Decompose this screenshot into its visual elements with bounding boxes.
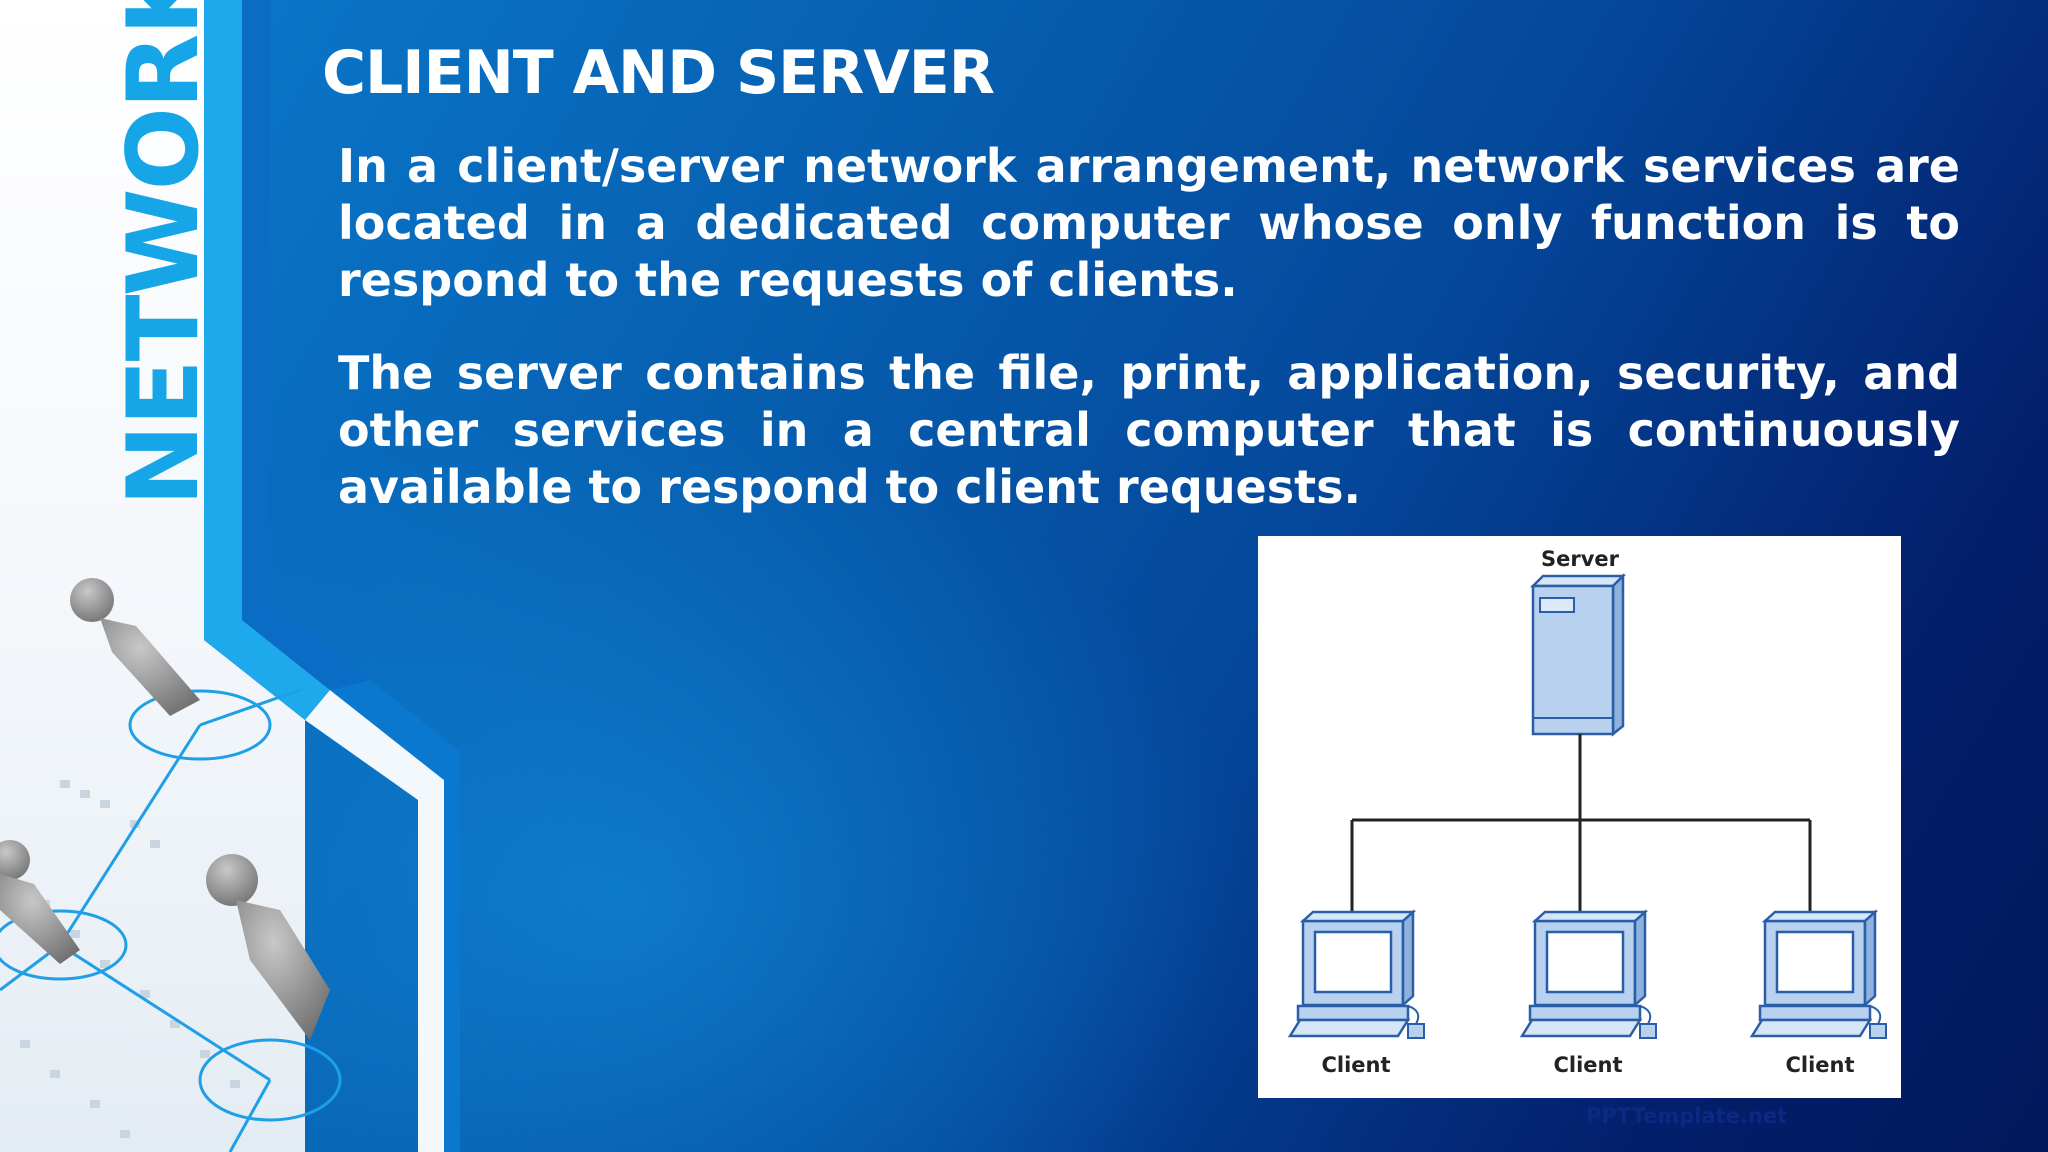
left-decor-panel (0, 0, 460, 1152)
side-network-word: NETWORK (107, 0, 221, 507)
client-label: Client (1321, 1053, 1390, 1077)
client-server-diagram: Server (1258, 536, 1901, 1098)
client-computer-icon (1749, 909, 1887, 1039)
server-label: Server (1541, 547, 1620, 571)
client-label: Client (1785, 1053, 1854, 1077)
client-computer-icon (1287, 909, 1425, 1039)
slide-title: CLIENT AND SERVER (322, 38, 995, 108)
network-lines (1350, 734, 1812, 912)
diagram-canvas: Server (1287, 547, 1887, 1077)
server-icon (1529, 572, 1627, 737)
client-label: Client (1553, 1053, 1622, 1077)
paragraph-2: The server contains the file, print, app… (338, 346, 1960, 514)
client-computer-icon (1519, 909, 1657, 1039)
paragraph-1: In a client/server network arrangement, … (338, 139, 1960, 307)
watermark-text: PPTTemplate.net (1586, 1104, 1788, 1128)
